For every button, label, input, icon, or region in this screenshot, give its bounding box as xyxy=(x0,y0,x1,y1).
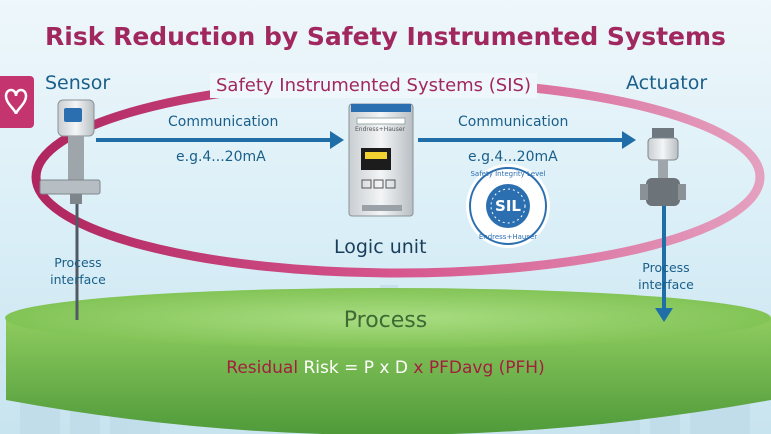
actuator-label: Actuator xyxy=(626,72,708,94)
right-communication-title: Communication xyxy=(458,114,569,130)
logic-unit-device-icon xyxy=(348,103,414,217)
process-platform xyxy=(6,318,771,434)
sil-badge-center: SIL xyxy=(495,197,521,215)
right-communication-detail: e.g.4...20mA xyxy=(468,149,558,165)
formula-residual: Residual xyxy=(226,358,299,378)
heart-icon xyxy=(0,76,34,128)
sensor-device-icon xyxy=(39,99,101,204)
sensor-interface-line2: interface xyxy=(50,272,106,287)
page-title: Risk Reduction by Safety Instrumented Sy… xyxy=(45,22,726,51)
logic-unit-brand: Endress+Hauser xyxy=(355,126,405,133)
left-communication-title: Communication xyxy=(168,114,279,130)
left-communication-detail: e.g.4...20mA xyxy=(176,149,266,165)
actuator-arrow-head xyxy=(655,308,673,322)
sil-badge-icon xyxy=(466,164,550,248)
right-arrow-head xyxy=(622,131,636,149)
residual-risk-formula: Residual Risk = P x D x PFDavg (PFH) xyxy=(0,358,771,378)
sil-badge-ring-top: Safety Integrity Level xyxy=(470,170,546,178)
logic-unit-label: Logic unit xyxy=(334,236,427,258)
formula-risk: Risk = P x D xyxy=(298,358,414,378)
sis-label: Safety Instrumented Systems (SIS) xyxy=(210,73,537,98)
left-arrow-head xyxy=(330,131,344,149)
actuator-interface-line2: interface xyxy=(638,277,694,292)
sil-badge-ring-bottom: Endress+Hauser xyxy=(478,233,538,241)
sensor-label: Sensor xyxy=(45,72,111,94)
sensor-process-interface-label: Process interface xyxy=(38,254,118,288)
formula-pfd: x PFDavg (PFH) xyxy=(413,358,545,378)
actuator-valve-icon xyxy=(640,128,686,206)
process-platform-top xyxy=(5,288,771,348)
process-label: Process xyxy=(343,308,428,333)
actuator-interface-line1: Process xyxy=(642,260,690,275)
sensor-interface-line1: Process xyxy=(54,255,102,270)
actuator-process-interface-label: Process interface xyxy=(626,259,706,293)
